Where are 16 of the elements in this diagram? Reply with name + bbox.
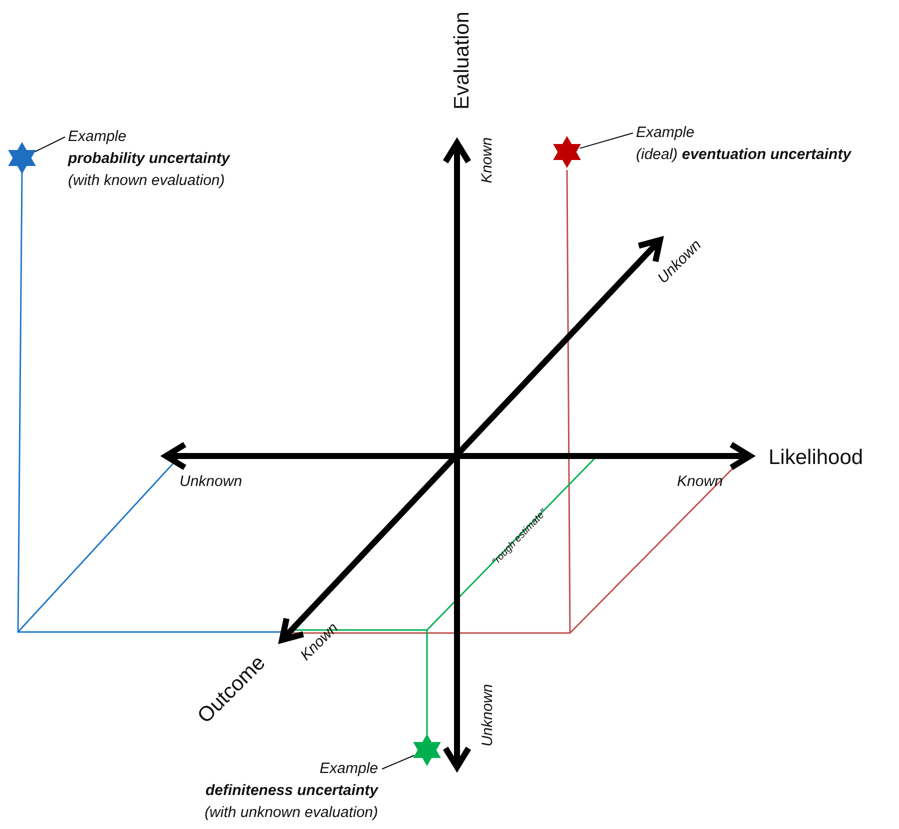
annotation-text: (with known evaluation) (68, 171, 226, 191)
annotation-text: definiteness uncertainty (204, 781, 378, 801)
axis-end-label: Known (480, 136, 496, 183)
annotation-text: probability uncertainty (68, 149, 230, 169)
leader-line (382, 754, 415, 770)
example-label: Example (318, 759, 378, 779)
leader-line (34, 136, 66, 152)
annotation-text: (ideal) eventuation uncertainty (636, 145, 852, 165)
axis-end-label: Unknown (480, 683, 496, 746)
axis-end-label: Unknown (180, 474, 242, 490)
axis-label: Likelihood (768, 446, 864, 469)
annotation-text: (with unknown evaluation) (204, 803, 378, 823)
leader-line (579, 132, 634, 149)
example-label: Example (68, 127, 128, 147)
example-label: Example (636, 123, 696, 143)
axis-label: Evaluation (450, 11, 474, 110)
